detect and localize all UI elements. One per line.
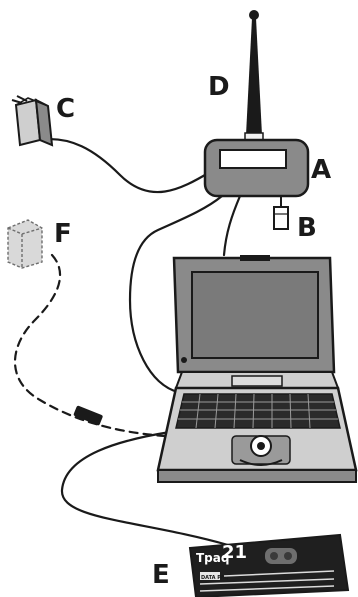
label-c: C bbox=[56, 94, 75, 124]
usb-connector-icon bbox=[273, 196, 289, 230]
cable-receiver-to-laptop-left bbox=[128, 194, 224, 394]
antenna-icon bbox=[244, 10, 264, 148]
radio-receiver-icon bbox=[203, 138, 310, 198]
label-a: A bbox=[311, 155, 331, 185]
label-d: D bbox=[208, 72, 230, 102]
label-e: E bbox=[152, 560, 170, 590]
logger-tag: DATA PAQ bbox=[201, 575, 229, 581]
data-logger-icon: Tpaq 21 DATA PAQ bbox=[188, 533, 350, 597]
laptop-screen bbox=[191, 271, 319, 359]
cables bbox=[14, 137, 242, 547]
label-b: B bbox=[297, 213, 317, 243]
inline-connector-icon bbox=[73, 405, 103, 426]
cable-receiver-to-laptop-right bbox=[222, 194, 242, 257]
logger-brand: Tpaq bbox=[196, 551, 229, 565]
remote-unit-icon bbox=[7, 219, 43, 269]
label-f: F bbox=[54, 219, 72, 249]
laptop-keyboard bbox=[175, 393, 341, 429]
cable-laptop-to-logger bbox=[60, 430, 230, 547]
power-adapter-icon bbox=[11, 95, 54, 147]
link-remote-unit-to-laptop bbox=[14, 253, 167, 438]
logger-model: 21 bbox=[222, 542, 247, 563]
cable-adapter-to-receiver bbox=[36, 137, 212, 194]
laptop-icon bbox=[156, 255, 358, 483]
